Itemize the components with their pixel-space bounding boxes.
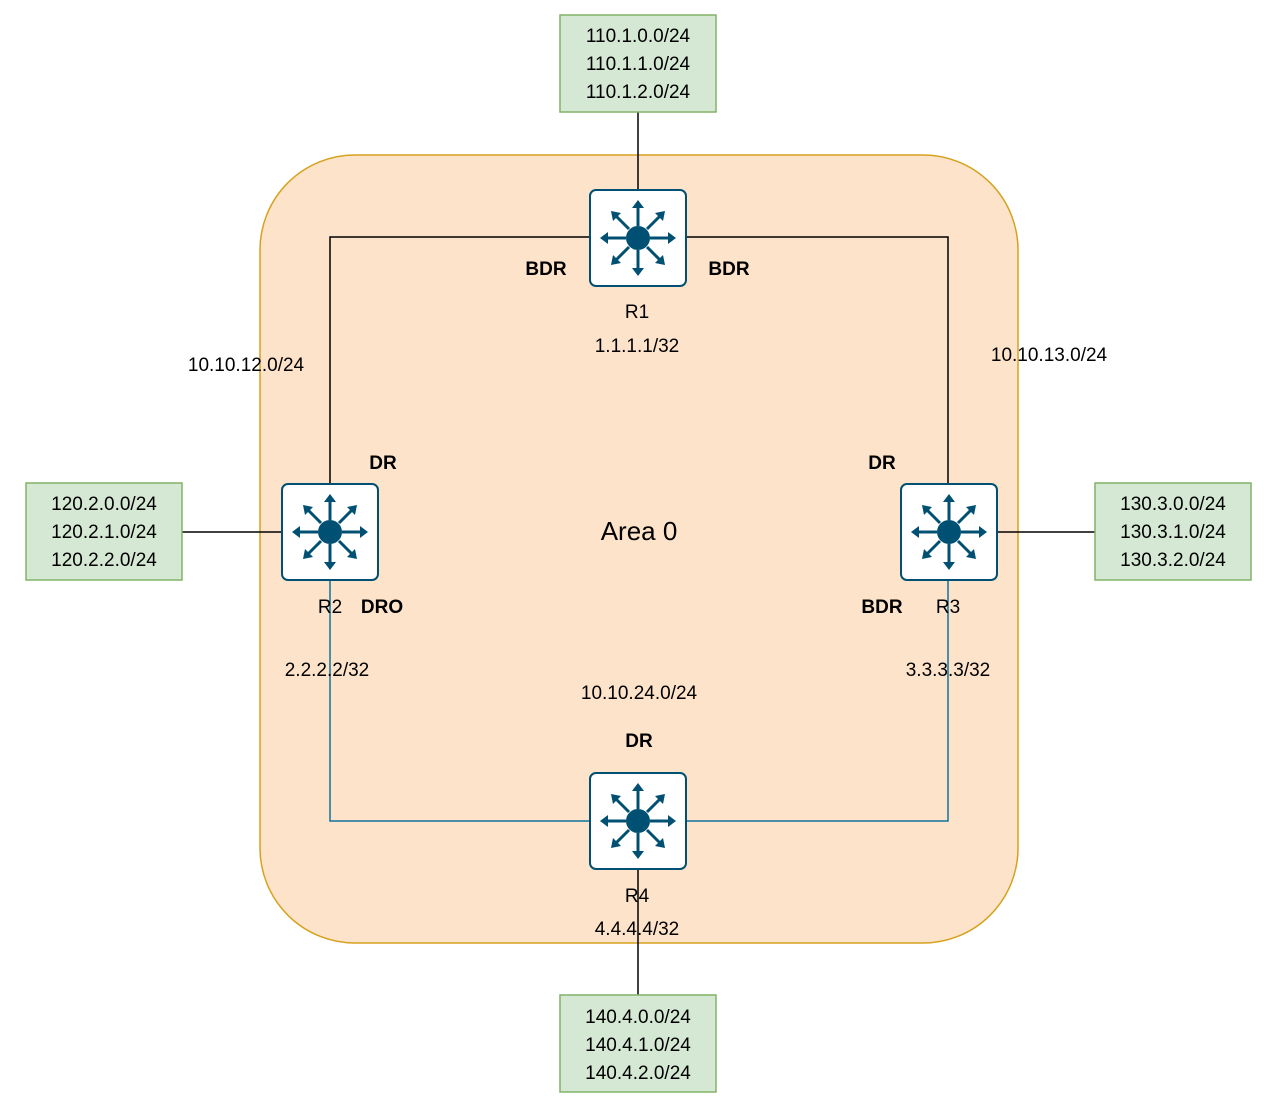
- area-0-region: [259, 154, 1019, 944]
- router-r1-loopback: 1.1.1.1/32: [595, 336, 680, 357]
- router-r4-loopback: 4.4.4.4/32: [595, 919, 680, 940]
- role-r2-top: DR: [369, 453, 397, 474]
- network-box-r2: 120.2.0.0/24 120.2.1.0/24 120.2.2.0/24: [25, 482, 183, 581]
- role-r3-top: DR: [868, 453, 896, 474]
- network-box-r1: 110.1.0.0/24 110.1.1.0/24 110.1.2.0/24: [559, 14, 717, 113]
- router-r2-name: R2: [318, 597, 342, 618]
- router-r1[interactable]: [588, 188, 688, 288]
- link-r1-r2: [329, 236, 590, 485]
- network-r2-1: 120.2.1.0/24: [51, 522, 157, 543]
- network-r1-1: 110.1.1.0/24: [586, 54, 691, 75]
- network-box-r3: 130.3.0.0/24 130.3.1.0/24 130.3.2.0/24: [1094, 482, 1252, 581]
- router-r4-name: R4: [625, 886, 650, 907]
- network-box-r4: 140.4.0.0/24 140.4.1.0/24 140.4.2.0/24: [559, 994, 717, 1093]
- network-r4-0: 140.4.0.0/24: [585, 1007, 691, 1028]
- network-r2-2: 120.2.2.0/24: [51, 550, 157, 571]
- link-r1-r2-subnet: 10.10.12.0/24: [188, 355, 305, 376]
- area-label: Area 0: [601, 516, 678, 546]
- role-r4-top: DR: [625, 731, 653, 752]
- network-r1-0: 110.1.0.0/24: [586, 26, 691, 47]
- router-icon: [280, 482, 380, 582]
- router-r2[interactable]: [280, 482, 380, 582]
- network-r3-2: 130.3.2.0/24: [1120, 550, 1226, 571]
- router-r4[interactable]: [588, 771, 688, 871]
- network-r3-0: 130.3.0.0/24: [1120, 494, 1226, 515]
- router-icon: [588, 188, 688, 288]
- link-r2-r4: [329, 579, 590, 822]
- router-icon: [899, 482, 999, 582]
- router-r3[interactable]: [899, 482, 999, 582]
- link-r1-r3: [686, 236, 949, 485]
- network-r2-0: 120.2.0.0/24: [51, 494, 157, 515]
- role-r1-right: BDR: [708, 259, 749, 280]
- router-r3-name: R3: [936, 597, 960, 618]
- link-r2-r4-r3-subnet: 10.10.24.0/24: [581, 683, 698, 704]
- router-r1-name: R1: [625, 302, 649, 323]
- role-r3-bottom: BDR: [861, 597, 902, 618]
- network-r3-1: 130.3.1.0/24: [1120, 522, 1226, 543]
- role-r1-left: BDR: [525, 259, 566, 280]
- router-r3-loopback: 3.3.3.3/32: [906, 660, 991, 681]
- network-r4-1: 140.4.1.0/24: [585, 1035, 691, 1056]
- link-r1-r3-subnet: 10.10.13.0/24: [991, 345, 1108, 366]
- network-r1-2: 110.1.2.0/24: [586, 82, 691, 103]
- network-r4-2: 140.4.2.0/24: [585, 1063, 691, 1084]
- link-r3-r4: [686, 579, 949, 822]
- router-r2-loopback: 2.2.2.2/32: [285, 660, 370, 681]
- role-r2-bottom: DRO: [361, 597, 403, 618]
- router-icon: [588, 771, 688, 871]
